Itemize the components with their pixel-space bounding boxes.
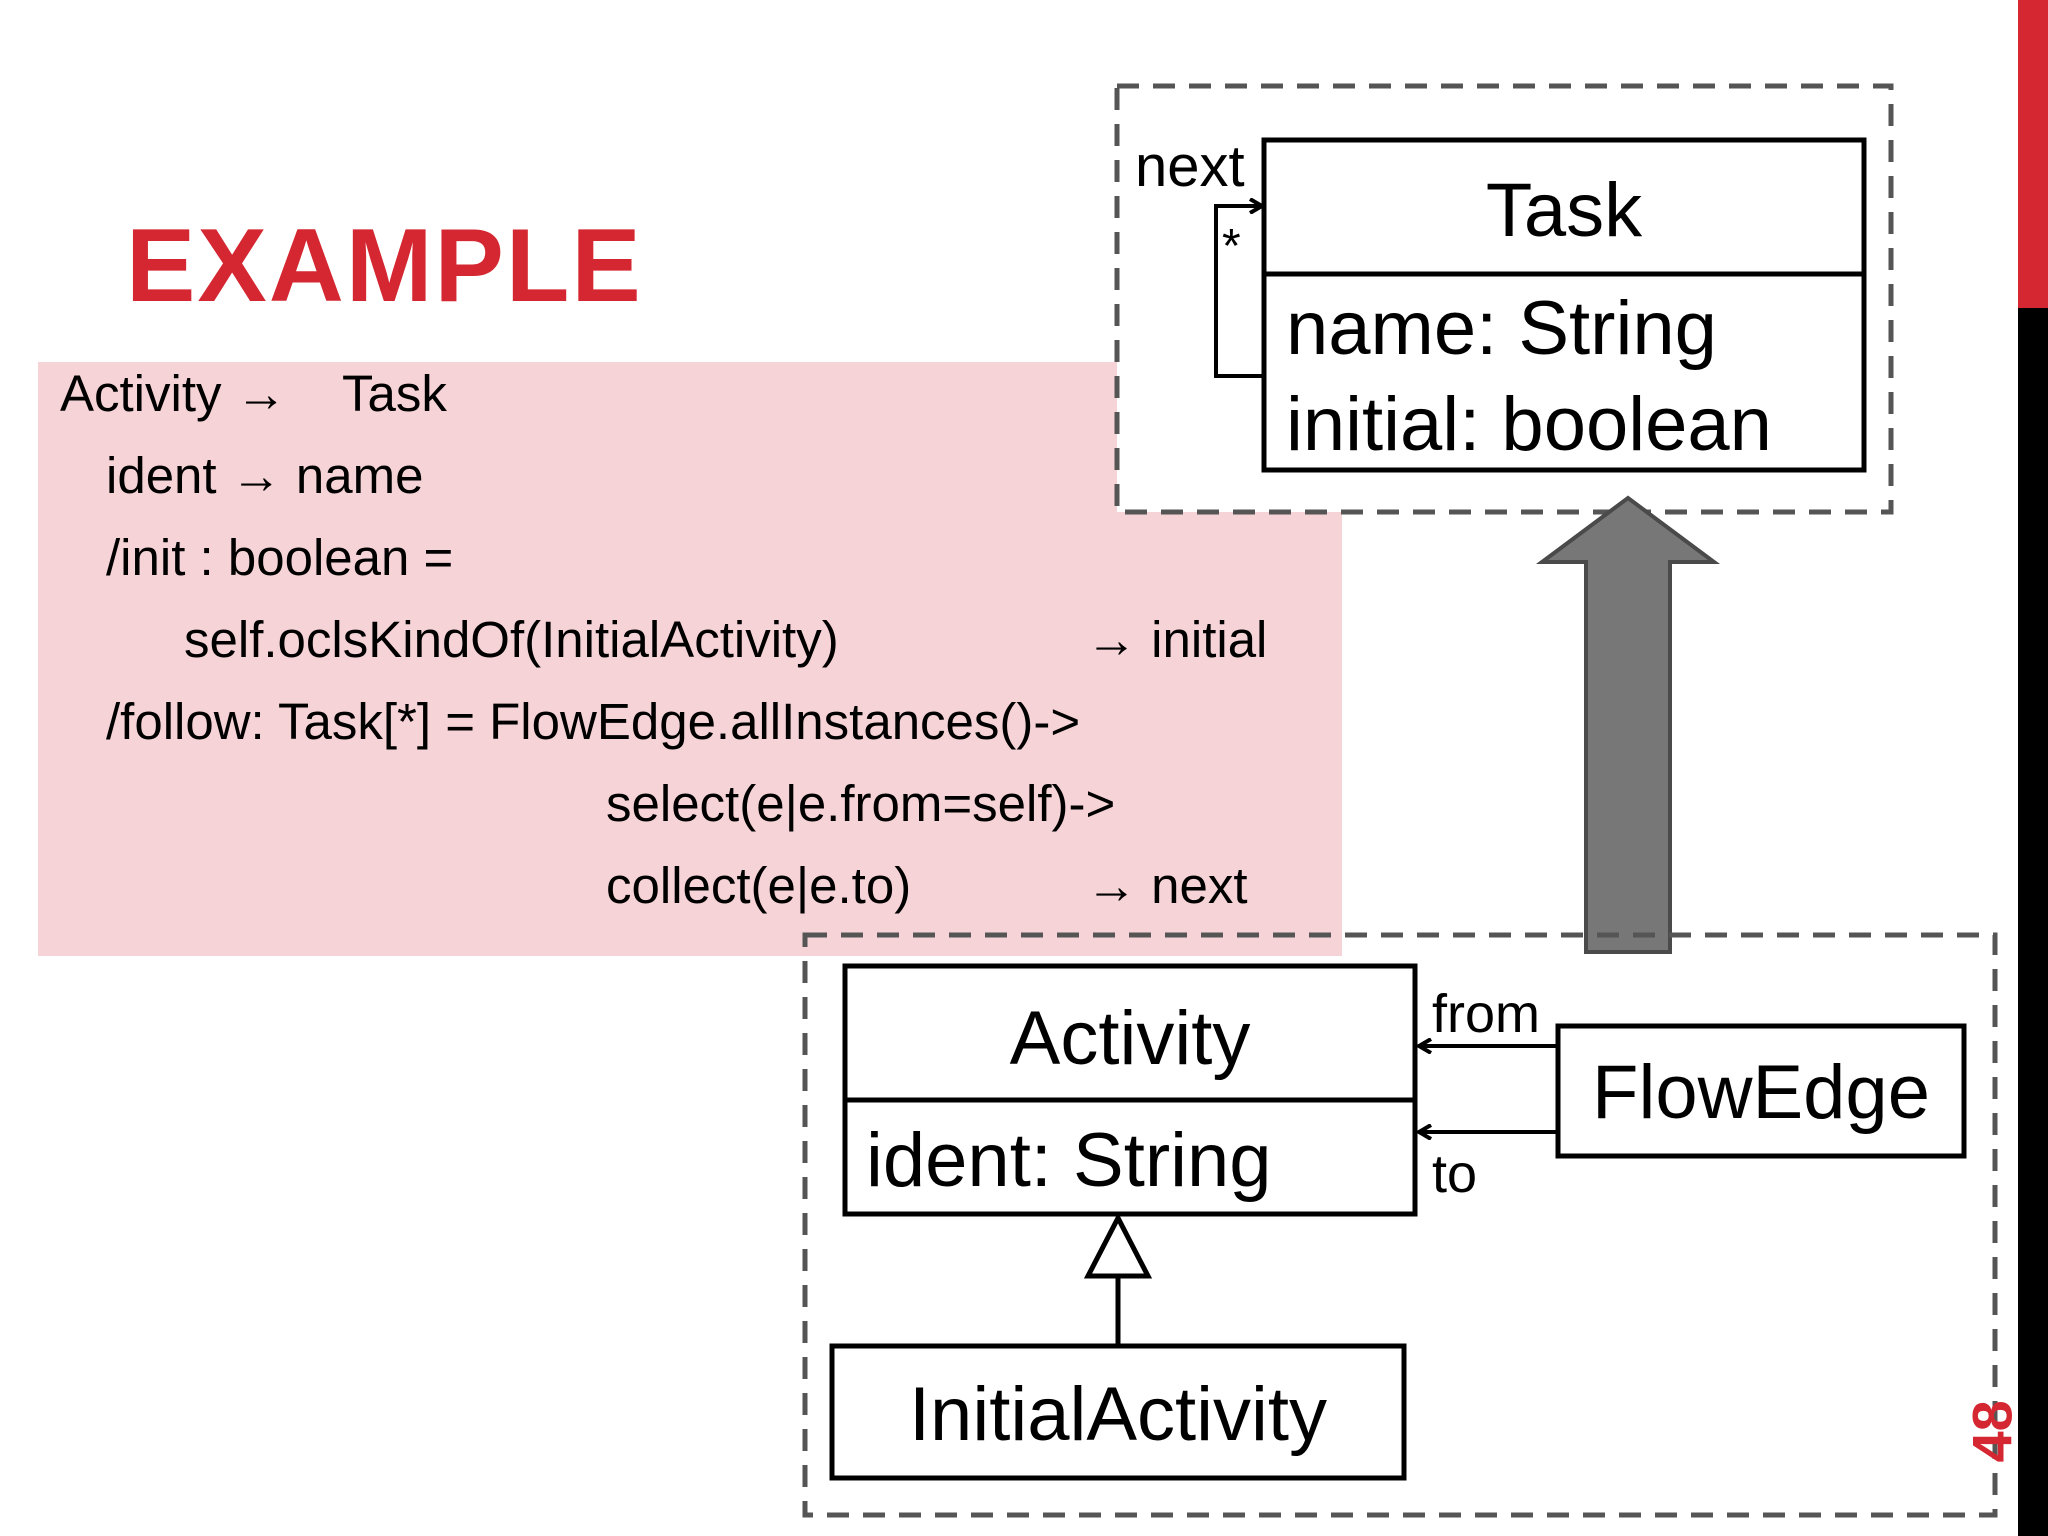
sidebar-accent-bar	[2018, 0, 2048, 308]
flowedge-class-box	[1555, 1023, 1967, 1159]
page-number-text: 48	[1960, 1400, 2024, 1463]
task-self-association	[1214, 206, 1262, 378]
slide-title: EXAMPLE	[126, 208, 643, 324]
generalization-triangle	[1083, 1212, 1153, 1279]
code-line-3: /init : boolean =	[106, 529, 454, 586]
assoc-role-next: next	[1135, 134, 1245, 199]
code-line-7-left: collect(e|e.to)	[606, 857, 912, 914]
initialactivity-class-box	[829, 1343, 1407, 1481]
task-class-name: Task	[1486, 168, 1643, 253]
initialactivity-class-name: InitialActivity	[909, 1372, 1327, 1457]
activity-class-box	[842, 963, 1418, 1217]
code-line-4-left: self.oclsKindOf(InitialActivity)	[184, 611, 839, 668]
activity-attribute-ident: ident: String	[866, 1118, 1272, 1203]
source-model-package	[802, 932, 1998, 1518]
code-line-5: /follow: Task[*] = FlowEdge.allInstances…	[106, 693, 1081, 750]
code-line-1-right: Task	[342, 365, 447, 422]
transformation-arrow	[1535, 495, 1721, 954]
assoc-from-label: from	[1432, 984, 1540, 1044]
task-attribute-name: name: String	[1286, 286, 1717, 371]
code-line-2: ident → name	[106, 447, 424, 504]
task-class-box	[1261, 137, 1867, 473]
code-line-6: select(e|e.from=self)->	[606, 775, 1116, 832]
page-number: 48	[1960, 1400, 2024, 1500]
sidebar-dark-bar	[2018, 308, 2048, 1536]
code-line-1-left: Activity →	[60, 365, 287, 422]
code-line-7-right: → next	[1086, 857, 1248, 914]
assoc-to-label: to	[1432, 1144, 1477, 1204]
assoc-multiplicity: *	[1222, 220, 1241, 273]
activity-class-name: Activity	[1010, 996, 1251, 1081]
code-line-4-right: → initial	[1086, 611, 1268, 668]
task-attribute-initial: initial: boolean	[1286, 382, 1772, 467]
flowedge-class-name: FlowEdge	[1592, 1050, 1930, 1135]
